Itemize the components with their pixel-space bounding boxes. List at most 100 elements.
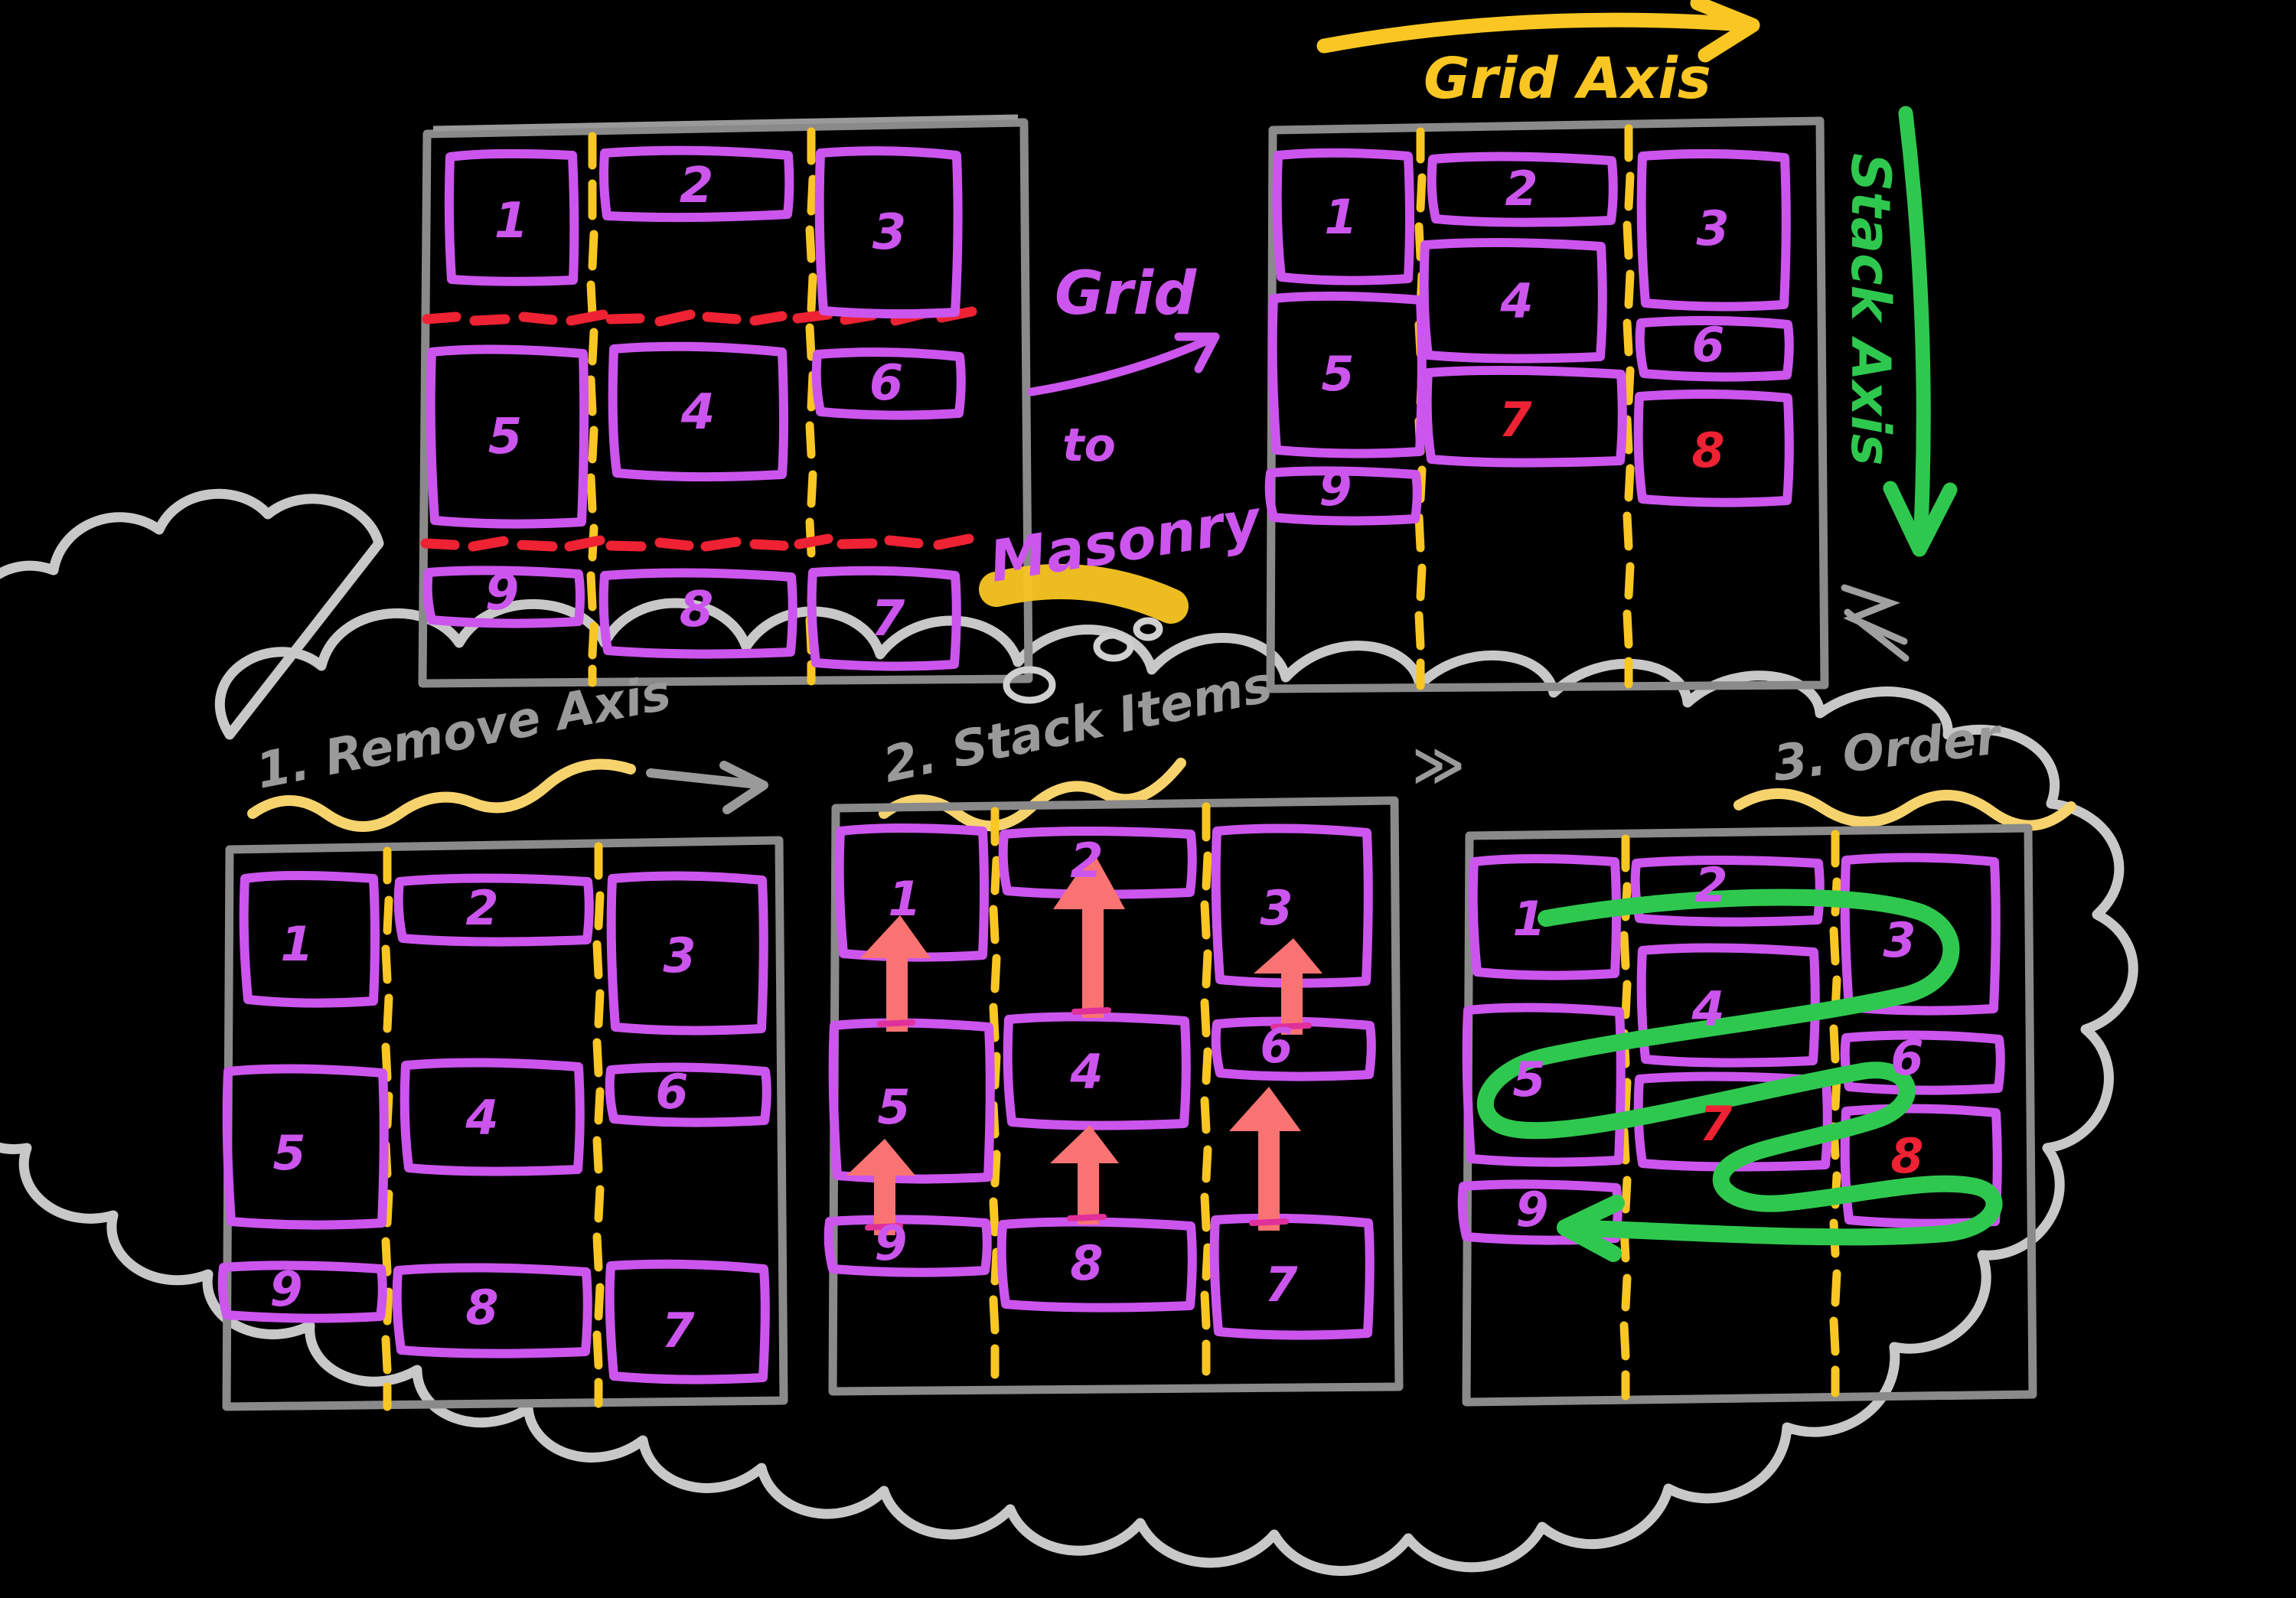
grid-item-6 [811, 347, 966, 420]
step1-item-numbers: 1 2 3 5 4 6 9 8 7 [269, 880, 696, 1358]
masonry-item-7 [1422, 365, 1627, 468]
svg-text:4: 4 [1069, 1044, 1103, 1100]
svg-text:8: 8 [1890, 1128, 1923, 1184]
svg-text:1: 1 [1512, 891, 1545, 947]
masonry-item-6 [1635, 315, 1794, 382]
step3-item-numbers: 1 2 3 5 4 6 9 7 8 [1512, 857, 1923, 1238]
grid-item-2 [599, 145, 794, 223]
stack-arrow-3 [1254, 938, 1322, 1035]
masonry-item-8 [1633, 389, 1794, 507]
transform-arrow [1027, 332, 1220, 396]
grid-item-numbers: 1 2 3 5 4 6 9 8 7 [485, 158, 907, 647]
svg-text:2: 2 [1070, 833, 1103, 889]
grid-number-4: 4 [680, 384, 716, 441]
masonry-items [1264, 148, 1794, 526]
grid-number-5: 5 [488, 409, 523, 465]
step2-stack-arrows [846, 851, 1322, 1235]
masonry-number-1: 1 [1324, 189, 1357, 245]
grid-number-6: 6 [869, 355, 904, 412]
step1-item-7 [605, 1259, 770, 1384]
svg-text:8: 8 [465, 1280, 498, 1335]
svg-text:5: 5 [1512, 1052, 1545, 1107]
step2-item-numbers: 1 2 3 5 4 6 9 8 7 [874, 833, 1298, 1313]
step1-item-6 [605, 1062, 771, 1127]
svg-text:7: 7 [1264, 1257, 1298, 1313]
svg-text:8: 8 [1070, 1235, 1103, 1291]
grid-item-3 [814, 146, 963, 319]
order-path [1476, 889, 2003, 1262]
step3-item-7 [1633, 1071, 1832, 1172]
masonry-number-5: 5 [1321, 346, 1354, 402]
svg-text:6: 6 [1890, 1030, 1923, 1086]
grid-panel-frame [418, 114, 1033, 688]
masonry-item-4 [1419, 237, 1607, 364]
transform-label-to: to [1062, 419, 1116, 472]
cloud-outline [0, 488, 2138, 1576]
svg-text:1: 1 [280, 916, 313, 972]
grid-item-5 [426, 344, 589, 529]
masonry-number-4: 4 [1499, 273, 1533, 329]
step3-label: 3. Order [1770, 709, 2006, 793]
grid-row-axis [420, 306, 977, 552]
masonry-number-3: 3 [1696, 201, 1729, 256]
svg-text:1: 1 [888, 871, 921, 927]
grid-number-3: 3 [872, 204, 907, 261]
svg-text:5: 5 [272, 1125, 305, 1181]
doodle-scribble-icon [1841, 584, 1910, 662]
step1-items [217, 871, 771, 1384]
stack-arrow-1 [860, 915, 931, 1032]
svg-text:6: 6 [655, 1064, 688, 1120]
step3-item-9 [1457, 1179, 1623, 1245]
grid-items [422, 145, 966, 671]
masonry-item-5 [1267, 291, 1427, 458]
grid-number-2: 2 [680, 158, 714, 214]
stack-axis-label: Stack Axis [1839, 153, 1902, 466]
step1-item-9 [217, 1260, 387, 1323]
svg-text:6: 6 [1260, 1018, 1293, 1074]
step1-underline [247, 758, 636, 832]
masonry-number-9: 9 [1319, 461, 1352, 517]
svg-text:3: 3 [1260, 880, 1293, 936]
svg-text:5: 5 [877, 1079, 910, 1135]
svg-text:4: 4 [465, 1090, 498, 1146]
masonry-item-9 [1264, 466, 1422, 526]
stack-axis-arrow [1898, 106, 1931, 536]
grid-axis-arrow [1316, 12, 1753, 54]
step1-item-8 [392, 1263, 592, 1358]
masonry-number-6: 6 [1691, 317, 1724, 373]
masonry-highlight [979, 563, 1189, 624]
grid-number-1: 1 [494, 193, 529, 249]
grid-item-8 [598, 568, 797, 659]
grid-number-9: 9 [485, 565, 520, 621]
stack-arrow-5 [1050, 1125, 1119, 1225]
step1-item-4 [400, 1058, 585, 1176]
masonry-item-3 [1636, 148, 1791, 311]
stack-arrow-4 [846, 1139, 915, 1235]
transform-label-grid: Grid [1055, 259, 1197, 328]
svg-text:9: 9 [269, 1261, 302, 1317]
masonry-number-7: 7 [1499, 392, 1532, 448]
grid-item-7 [807, 566, 961, 671]
svg-text:4: 4 [1691, 981, 1724, 1037]
masonry-number-8: 8 [1691, 422, 1724, 478]
masonry-item-1 [1272, 148, 1414, 285]
step2-items [823, 823, 1376, 1340]
masonry-item-numbers: 1 2 3 5 4 6 9 7 8 [1319, 161, 1729, 517]
svg-text:9: 9 [874, 1215, 907, 1271]
grid-item-1 [444, 148, 579, 286]
svg-text:3: 3 [663, 928, 696, 983]
grid-number-7: 7 [871, 591, 905, 647]
masonry-number-2: 2 [1505, 161, 1538, 217]
cloud-puff-small [1003, 617, 1163, 704]
svg-text:3: 3 [1883, 912, 1916, 968]
masonry-item-2 [1427, 152, 1618, 227]
step3-panel-frame [1462, 823, 2037, 1407]
svg-text:9: 9 [1515, 1182, 1548, 1238]
grid-axis-label: Grid Axis [1424, 46, 1711, 112]
